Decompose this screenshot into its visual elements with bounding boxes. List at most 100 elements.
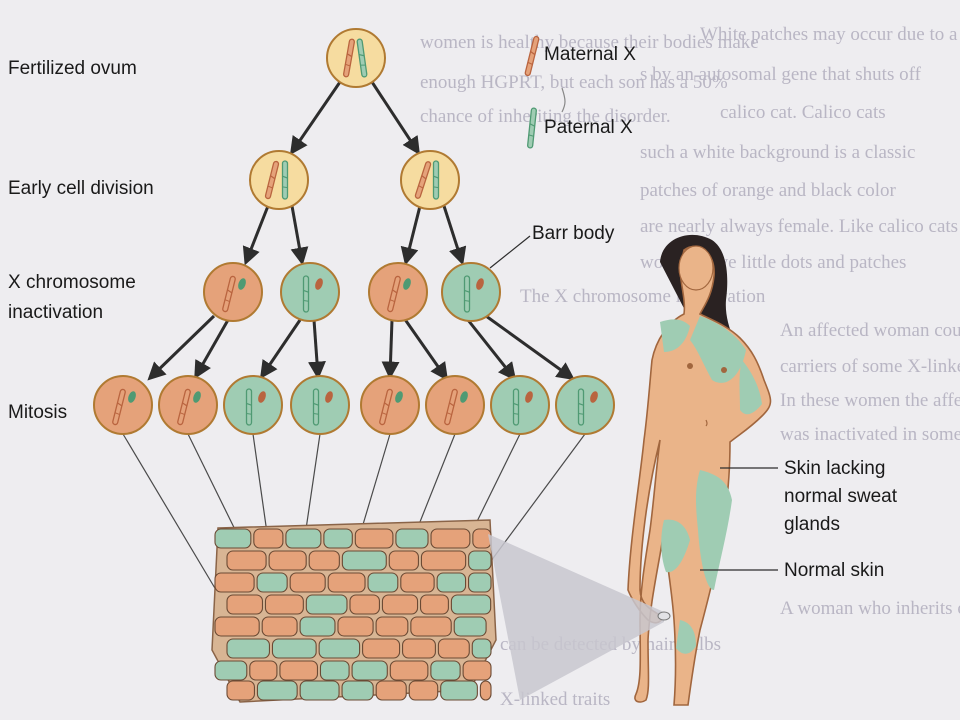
barr-body-icon bbox=[325, 391, 333, 403]
barr-body-icon bbox=[476, 278, 484, 290]
mitosis-cell bbox=[360, 375, 420, 435]
arrow-icon bbox=[147, 314, 216, 381]
tissue-cell bbox=[462, 660, 492, 681]
bg-text-line: White patches may occur due to a bbox=[700, 24, 958, 45]
bg-text-line: such a white background is a classic bbox=[640, 142, 915, 163]
maternal-chromosome-icon bbox=[444, 388, 458, 426]
label-skin-lacking: normal sweat bbox=[784, 486, 898, 507]
patch-thigh bbox=[661, 519, 690, 573]
mitosis-cell bbox=[223, 375, 283, 435]
mitosis-cell bbox=[93, 375, 153, 435]
tissue-cell bbox=[256, 680, 298, 701]
woman-figure bbox=[488, 234, 772, 706]
arrow-icon bbox=[289, 81, 342, 155]
tissue-cell bbox=[388, 550, 419, 571]
maternal-chromosome-icon bbox=[387, 275, 401, 313]
x-inactivated-cell bbox=[203, 262, 263, 322]
tissue-cell bbox=[341, 680, 374, 701]
x-inactivated-cell bbox=[441, 262, 501, 322]
tissue-cell bbox=[305, 594, 348, 615]
bg-text-line: carriers of some X-linked disorders bbox=[780, 356, 960, 377]
barr-body-icon bbox=[128, 391, 136, 403]
legend-maternal-label: Maternal X bbox=[544, 44, 636, 65]
bg-text-line: women is healthy because their bodies ma… bbox=[420, 32, 759, 53]
tissue-cell bbox=[408, 680, 439, 701]
tissue-cell bbox=[226, 550, 267, 571]
tissue-cell bbox=[402, 638, 436, 659]
barr-body-icon bbox=[315, 278, 323, 290]
paternal-chromosome-icon bbox=[245, 388, 253, 426]
patch-arm bbox=[739, 360, 762, 415]
arrow-icon bbox=[381, 319, 400, 380]
bg-text-line: An affected woman could be bbox=[780, 320, 960, 341]
magnify-spot bbox=[657, 611, 671, 621]
paternal-chromosome-icon bbox=[356, 38, 368, 78]
barr-body-icon bbox=[193, 391, 201, 403]
tissue-cell bbox=[450, 594, 492, 615]
tissue-cell bbox=[299, 680, 340, 701]
tissue-cell bbox=[256, 572, 288, 593]
tissue-cell bbox=[436, 572, 467, 593]
mitosis-cell bbox=[290, 375, 350, 435]
mitosis-cell bbox=[490, 375, 550, 435]
label-fertilized-ovum: Fertilized ovum bbox=[8, 58, 137, 79]
division-arrows bbox=[147, 81, 575, 381]
barr-body-icon bbox=[395, 391, 403, 403]
tissue-cell bbox=[214, 528, 252, 549]
tissue-cell bbox=[249, 660, 278, 681]
tissue-cell bbox=[437, 638, 470, 659]
bg-text-line: patches of orange and black color bbox=[640, 180, 897, 201]
mitosis-cell bbox=[158, 375, 218, 435]
tissue-cell bbox=[453, 616, 487, 637]
mitosis-cell bbox=[555, 375, 615, 435]
tissue-cell bbox=[299, 616, 336, 637]
patch-leg bbox=[676, 620, 696, 654]
tissue-cell bbox=[410, 616, 452, 637]
tissue-cell bbox=[468, 572, 492, 593]
bg-text-line: calico cat. Calico cats bbox=[720, 102, 886, 123]
tissue-cell bbox=[289, 572, 326, 593]
paternal-chromosome-icon bbox=[463, 275, 471, 313]
tissue-cell bbox=[367, 572, 399, 593]
barr-body-icon bbox=[403, 278, 411, 290]
arrow-icon bbox=[307, 319, 326, 380]
x-inactivated-cell bbox=[280, 262, 340, 322]
tissue-cell bbox=[268, 550, 307, 571]
paternal-chromosome-icon bbox=[302, 275, 310, 313]
tissue-cell bbox=[389, 660, 429, 681]
maternal-chromosome-icon bbox=[112, 388, 126, 426]
legend-paternal-label: Paternal X bbox=[544, 117, 633, 138]
label-skin-lacking: glands bbox=[784, 514, 840, 535]
bg-text-line: enough HGPRT, but each son has a 50% bbox=[420, 72, 728, 93]
tissue-cell bbox=[214, 660, 248, 681]
arrow-icon bbox=[466, 319, 517, 381]
patch-chest bbox=[690, 316, 746, 383]
tissue-cell bbox=[440, 680, 478, 701]
paternal-chromosome-icon bbox=[432, 160, 440, 200]
face bbox=[678, 245, 714, 291]
arrow-icon bbox=[194, 319, 230, 380]
tissue-cell bbox=[472, 528, 492, 549]
paternal-chromosome-icon bbox=[527, 107, 537, 149]
tissue-cell bbox=[354, 528, 394, 549]
maternal-chromosome-icon bbox=[379, 388, 393, 426]
arrow-icon bbox=[402, 317, 449, 381]
tissue-cell bbox=[319, 660, 350, 681]
barr-body-pointer bbox=[489, 235, 531, 269]
tissue-cell bbox=[419, 594, 449, 615]
arrow-icon bbox=[242, 205, 270, 266]
label-early-cell-division: Early cell division bbox=[8, 178, 154, 199]
maternal-chromosome-icon bbox=[414, 161, 432, 199]
paternal-chromosome-icon bbox=[512, 388, 520, 426]
tissue-cell bbox=[375, 680, 407, 701]
label-barr-body: Barr body bbox=[532, 223, 615, 244]
patch-shoulder bbox=[660, 319, 690, 352]
mitosis-cell bbox=[425, 375, 485, 435]
maternal-chromosome-icon bbox=[524, 35, 540, 77]
maternal-chromosome-icon bbox=[222, 275, 236, 313]
tissue-cell bbox=[349, 594, 380, 615]
tissue-cell bbox=[341, 550, 387, 571]
tissue-cell bbox=[279, 660, 319, 681]
tissue-cell bbox=[471, 638, 492, 659]
